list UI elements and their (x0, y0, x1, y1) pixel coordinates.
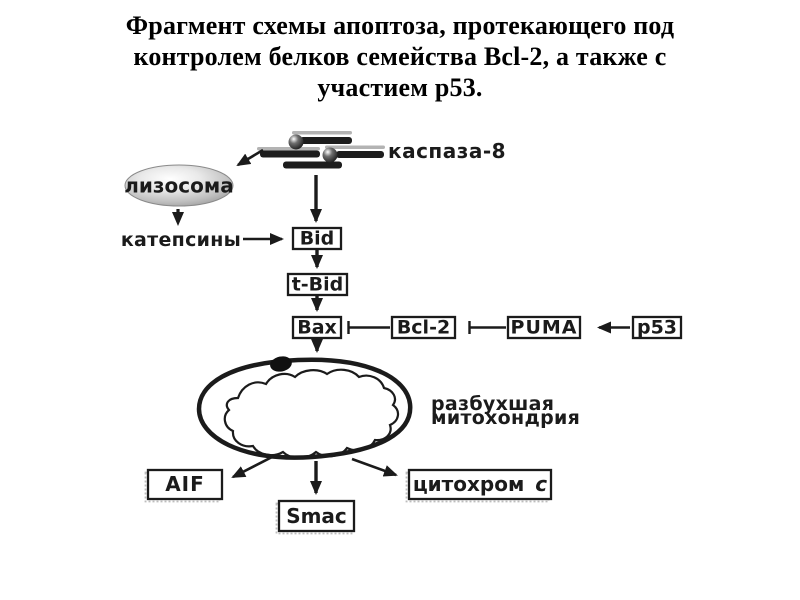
mitochondria-shape (196, 357, 413, 460)
tbid-box: t-Bid (286, 272, 349, 297)
title-line-3: участием p53. (317, 73, 483, 102)
aif-label: AIF (165, 472, 205, 496)
arrow-mito-to-cytc (351, 457, 398, 477)
smac-box: Smac (275, 499, 356, 535)
puma-box: PUMA (506, 315, 582, 340)
mitochondria-label-line2: митохондрия (431, 407, 580, 429)
protein-bar (292, 131, 352, 135)
tbid-label: t-Bid (292, 274, 344, 296)
protein-bar (336, 151, 384, 158)
caspase8-complex-illustration (257, 131, 385, 169)
slide-title: Фрагмент схемы апоптоза, протекающего по… (0, 10, 800, 103)
cytochrome-c-letter: c (535, 472, 547, 496)
inhibition-puma-to-bcl2 (468, 321, 506, 334)
smac-label: Smac (286, 504, 347, 528)
lysosome-shape (124, 164, 234, 207)
bcl2-box: Bcl-2 (390, 315, 457, 340)
protein-bar (300, 137, 352, 144)
protein-bar (257, 147, 320, 151)
protein-bar (325, 145, 385, 149)
bax-pore-dot (270, 356, 292, 372)
bcl2-label: Bcl-2 (397, 317, 450, 339)
p53-label: p53 (637, 317, 677, 339)
cytochrome-c-box: цитохром c (405, 468, 553, 503)
mitochondria-inner-membrane (223, 368, 400, 460)
mitochondria-label-line1: разбухшая (431, 393, 554, 415)
lysosome-label: лизосома (124, 174, 233, 198)
bid-box: Bid (291, 226, 343, 251)
puma-label: PUMA (511, 317, 578, 339)
protein-ball-icon (288, 134, 304, 150)
protein-bar (260, 150, 320, 158)
aif-box: AIF (144, 468, 224, 503)
bid-label: Bid (300, 228, 335, 250)
cathepsins-label: катепсины (121, 229, 241, 251)
caspase8-label: каспаза-8 (388, 139, 506, 163)
arrow-complex-to-lysosome (236, 148, 264, 167)
bax-label: Bax (297, 317, 337, 339)
p53-box: p53 (631, 315, 683, 340)
title-line-1: Фрагмент схемы апоптоза, протекающего по… (125, 11, 675, 40)
title-line-2: контролем белков семейства Bcl-2, а такж… (133, 42, 667, 71)
inhibition-bcl2-to-bax (347, 321, 390, 334)
cytochrome-c-word: цитохром (413, 472, 524, 496)
cytochrome-c-label: цитохром c (413, 472, 547, 496)
protein-ball-icon (322, 147, 338, 163)
arrow-mito-to-aif (231, 454, 275, 479)
protein-bar (283, 161, 342, 169)
bax-box: Bax (291, 315, 343, 340)
